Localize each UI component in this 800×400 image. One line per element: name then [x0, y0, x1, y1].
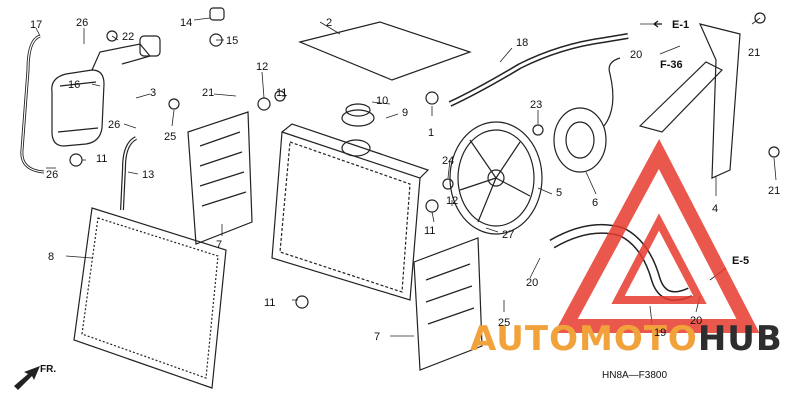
callout-15: 15	[226, 35, 238, 47]
callout-19: 19	[654, 327, 666, 339]
callout-22: 22	[122, 31, 134, 43]
callout-9: 9	[402, 107, 408, 119]
cooling-fan	[449, 121, 543, 235]
diagram-drawing	[20, 7, 780, 389]
svg-text:AUTOMOTOHUB: AUTOMOTOHUB	[470, 319, 783, 359]
callout-18: 18	[516, 37, 528, 49]
fasteners	[69, 7, 780, 309]
watermark-auto: AUTO	[470, 319, 579, 359]
callout-20b: 20	[526, 277, 538, 289]
cover-plate	[298, 21, 472, 81]
ref-e5[interactable]: E-5	[732, 255, 749, 267]
callout-25: 25	[164, 131, 176, 143]
hose-18	[448, 33, 629, 107]
callout-16: 16	[68, 79, 80, 91]
watermark-hub: HUB	[698, 319, 783, 359]
callout-23: 23	[530, 99, 542, 111]
callout-26: 26	[76, 17, 88, 29]
callout-27: 27	[502, 229, 514, 241]
ref-e1[interactable]: E-1	[672, 19, 689, 31]
reservoir-tank	[51, 35, 161, 147]
callout-4: 4	[712, 203, 718, 215]
callout-21b: 21	[202, 87, 214, 99]
radiator-core	[271, 123, 430, 301]
callout-8: 8	[48, 251, 54, 263]
radiator-grille	[73, 207, 227, 389]
callout-3: 3	[150, 87, 156, 99]
reference-tags: E-1 F-36 E-5	[653, 19, 749, 267]
callout-11b: 11	[96, 153, 107, 165]
front-direction: FR.	[14, 364, 56, 390]
callout-labels: 17 26 22 14 15 2 18 21 20 16 3 21 12 11 …	[30, 17, 780, 343]
fan-motor	[553, 57, 621, 173]
callout-12: 12	[256, 61, 268, 73]
callout-5: 5	[556, 187, 562, 199]
callout-21c: 21	[768, 185, 780, 197]
front-label: FR.	[40, 364, 56, 375]
callout-1: 1	[428, 127, 434, 139]
callout-26b: 26	[108, 119, 120, 131]
callout-20c: 20	[690, 315, 702, 327]
callout-7b: 7	[374, 331, 380, 343]
callout-25b: 25	[498, 317, 510, 329]
radiator-cap	[341, 103, 375, 127]
leader-lines	[35, 17, 777, 337]
callout-13: 13	[142, 169, 154, 181]
callout-21: 21	[748, 47, 760, 59]
callout-11d: 11	[264, 297, 275, 309]
drawing-code: HN8A—F3800	[602, 370, 667, 381]
callout-26c: 26	[46, 169, 58, 181]
callout-2: 2	[326, 17, 332, 29]
arrow-left-icon	[653, 20, 662, 28]
callout-6: 6	[592, 197, 598, 209]
watermark-logo: AUTOMOTOHUB	[470, 139, 783, 359]
shroud-right	[413, 237, 483, 371]
callout-10: 10	[376, 95, 388, 107]
front-arrow-icon	[14, 366, 40, 390]
callout-12b: 12	[446, 195, 458, 207]
callout-7: 7	[216, 239, 222, 251]
callout-11: 11	[276, 87, 287, 99]
ref-f36[interactable]: F-36	[660, 59, 683, 71]
callout-24: 24	[442, 155, 454, 167]
callout-20: 20	[630, 49, 642, 61]
watermark-moto: MOTO	[579, 319, 698, 359]
callout-17: 17	[30, 19, 42, 31]
fan-bracket	[638, 23, 741, 179]
watermark-triangle-icon	[554, 139, 760, 333]
callout-11c: 11	[424, 225, 435, 237]
shroud-left	[187, 111, 253, 245]
callout-14: 14	[180, 17, 192, 29]
